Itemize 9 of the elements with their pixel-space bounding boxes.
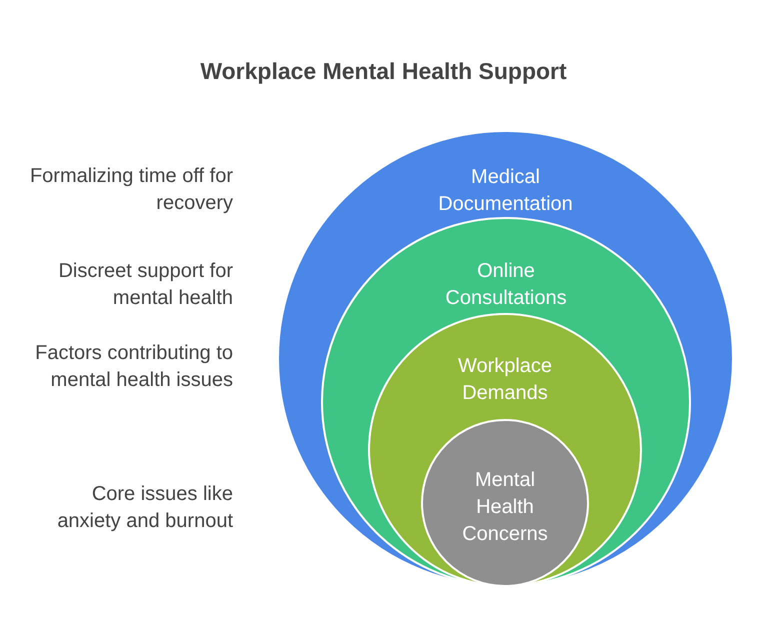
circle-label: Workplace Demands <box>456 354 554 406</box>
description-text: Core issues like anxiety and burnout <box>56 482 233 534</box>
description-text: Discreet support for mental health <box>57 259 233 311</box>
circle-label: Online Consultations <box>444 259 568 311</box>
circle-label: Mental Health Concerns <box>461 468 549 547</box>
circle-label: Medical Documentation <box>437 165 574 217</box>
description-text: Formalizing time off for recovery <box>28 164 233 216</box>
description-text: Factors contributing to mental health issues <box>34 341 233 393</box>
diagram-title: Workplace Mental Health Support <box>199 58 568 85</box>
